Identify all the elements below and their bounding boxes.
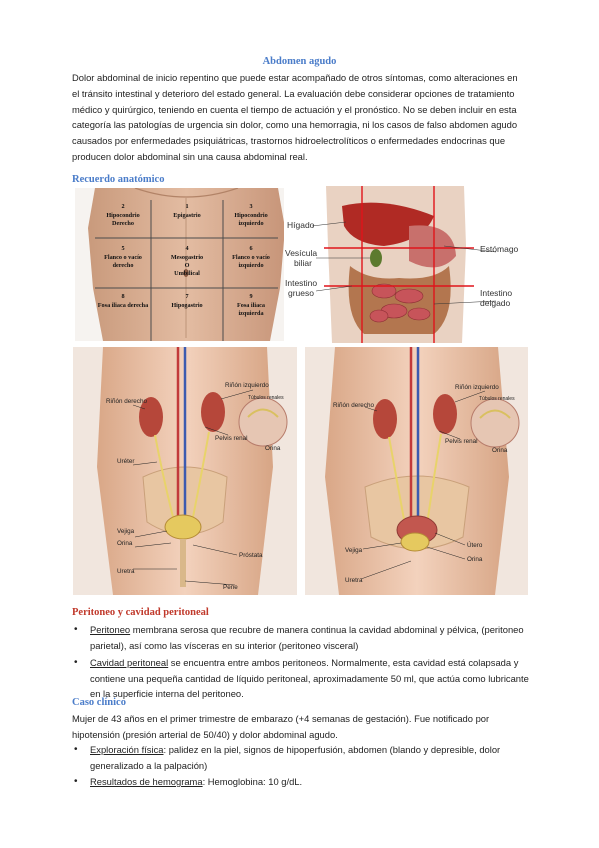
male-urinary-system-figure: Riñón derecho Riñón izquierdo Túbulos re… (73, 347, 297, 595)
label-rinon-derecho: Riñón derecho (106, 398, 147, 405)
page-title: Abdomen agudo (262, 56, 337, 67)
label-rinon-derecho-f: Riñón derecho (333, 402, 374, 409)
label-utero-f: Útero (467, 540, 483, 549)
label-tubulos: Túbulos renales (248, 395, 284, 401)
case-list: Exploración física: palidez en la piel, … (72, 742, 532, 790)
term-peritoneo: Peritoneo (90, 624, 131, 635)
label-uretra: Uretra (117, 568, 135, 575)
term-hemograma: Resultados de hemograma (90, 776, 203, 787)
label-orina-bottom-f: Orina (467, 556, 483, 563)
section-heading-anatomy: Recuerdo anatómico (72, 174, 165, 185)
term-cavidad-peritoneal: Cavidad peritoneal (90, 657, 169, 668)
label-pelvis-renal: Pelvis renal (215, 435, 248, 442)
female-urinary-system-figure: Riñón derecho Riñón izquierdo Túbulos re… (305, 347, 528, 595)
list-item: Peritoneo membrana serosa que recubre de… (72, 622, 532, 653)
list-item: Cavidad peritoneal se encuentra entre am… (72, 655, 532, 702)
list-item: Resultados de hemograma: Hemoglobina: 10… (72, 774, 532, 790)
label-higado: Hígado (287, 220, 315, 230)
label-tubulos-f: Túbulos renales (479, 396, 515, 402)
peritoneum-list: Peritoneo membrana serosa que recubre de… (72, 622, 532, 702)
intro-paragraph: Dolor abdominal de inicio repentino que … (72, 72, 518, 162)
label-rinon-izquierdo: Riñón izquierdo (225, 382, 269, 389)
case-paragraph: Mujer de 43 años en el primer trimestre … (72, 713, 490, 740)
label-estomago: Estómago (480, 244, 519, 254)
list-item: Exploración física: palidez en la piel, … (72, 742, 532, 773)
label-rinon-izquierdo-f: Riñón izquierdo (455, 384, 499, 391)
label-orina-top: Orina (265, 445, 281, 452)
label-vejiga: Vejiga (117, 528, 135, 535)
label-ureter: Uréter (117, 458, 135, 465)
label-pene: Pene (223, 584, 238, 591)
label-orina-bottom: Orina (117, 540, 133, 547)
label-pelvis-renal-f: Pelvis renal (445, 438, 478, 445)
section-heading-case: Caso clínico (72, 697, 126, 708)
term-exploracion: Exploración física (90, 744, 164, 755)
label-prostata: Próstata (239, 552, 263, 559)
label-orina-top-f: Orina (492, 447, 508, 454)
label-vejiga-f: Vejiga (345, 547, 363, 554)
label-uretra-f: Uretra (345, 577, 363, 584)
section-heading-peritoneum: Peritoneo y cavidad peritoneal (72, 607, 209, 618)
